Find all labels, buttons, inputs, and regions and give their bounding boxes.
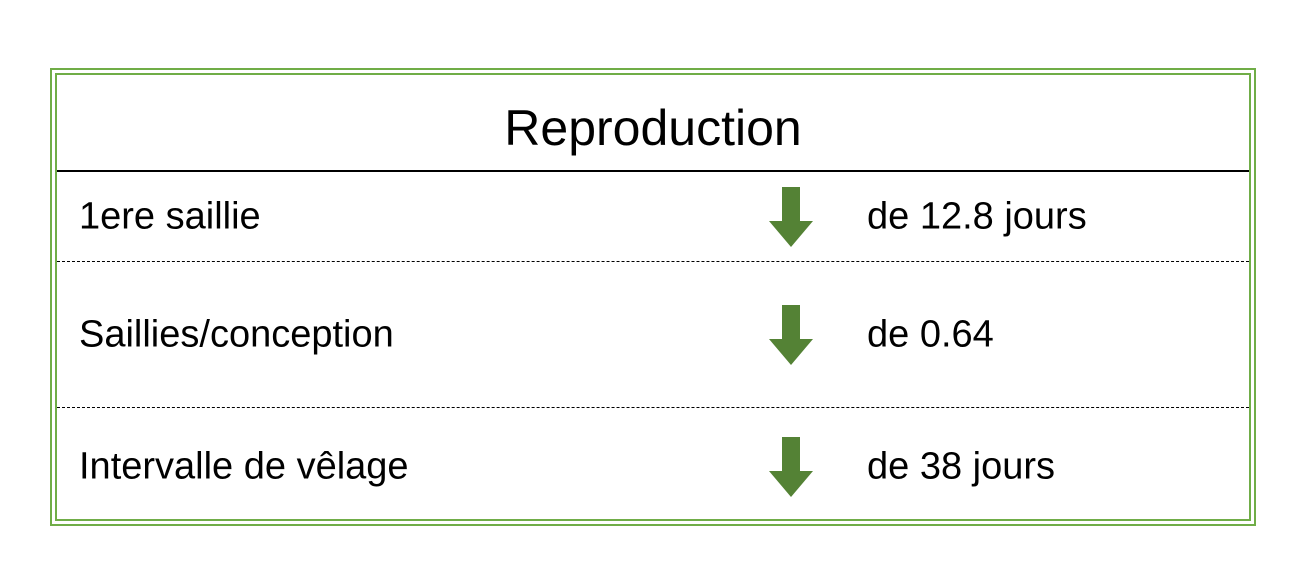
arrow-down-icon [769,186,813,247]
row-value: de 38 jours [867,445,1056,488]
row-value: de 0.64 [867,313,994,356]
row-label: Saillies/conception [79,313,394,356]
reproduction-table: Reproduction 1ere saillie de 12.8 jours … [50,68,1256,526]
table-row: Intervalle de vêlage de 38 jours [57,408,1249,526]
row-label: Intervalle de vêlage [79,445,409,488]
row-divider [57,261,1249,262]
arrow-down-icon [769,437,813,497]
header-divider [57,170,1249,172]
table-title: Reproduction [504,100,802,156]
table-row: Saillies/conception de 0.64 [57,263,1249,407]
row-divider [57,407,1249,408]
arrow-down-icon [769,305,813,365]
row-label: 1ere saillie [79,195,261,237]
table-row: 1ere saillie de 12.8 jours [57,172,1249,261]
row-value: de 12.8 jours [867,195,1087,237]
table-inner-border: Reproduction 1ere saillie de 12.8 jours … [55,73,1251,521]
